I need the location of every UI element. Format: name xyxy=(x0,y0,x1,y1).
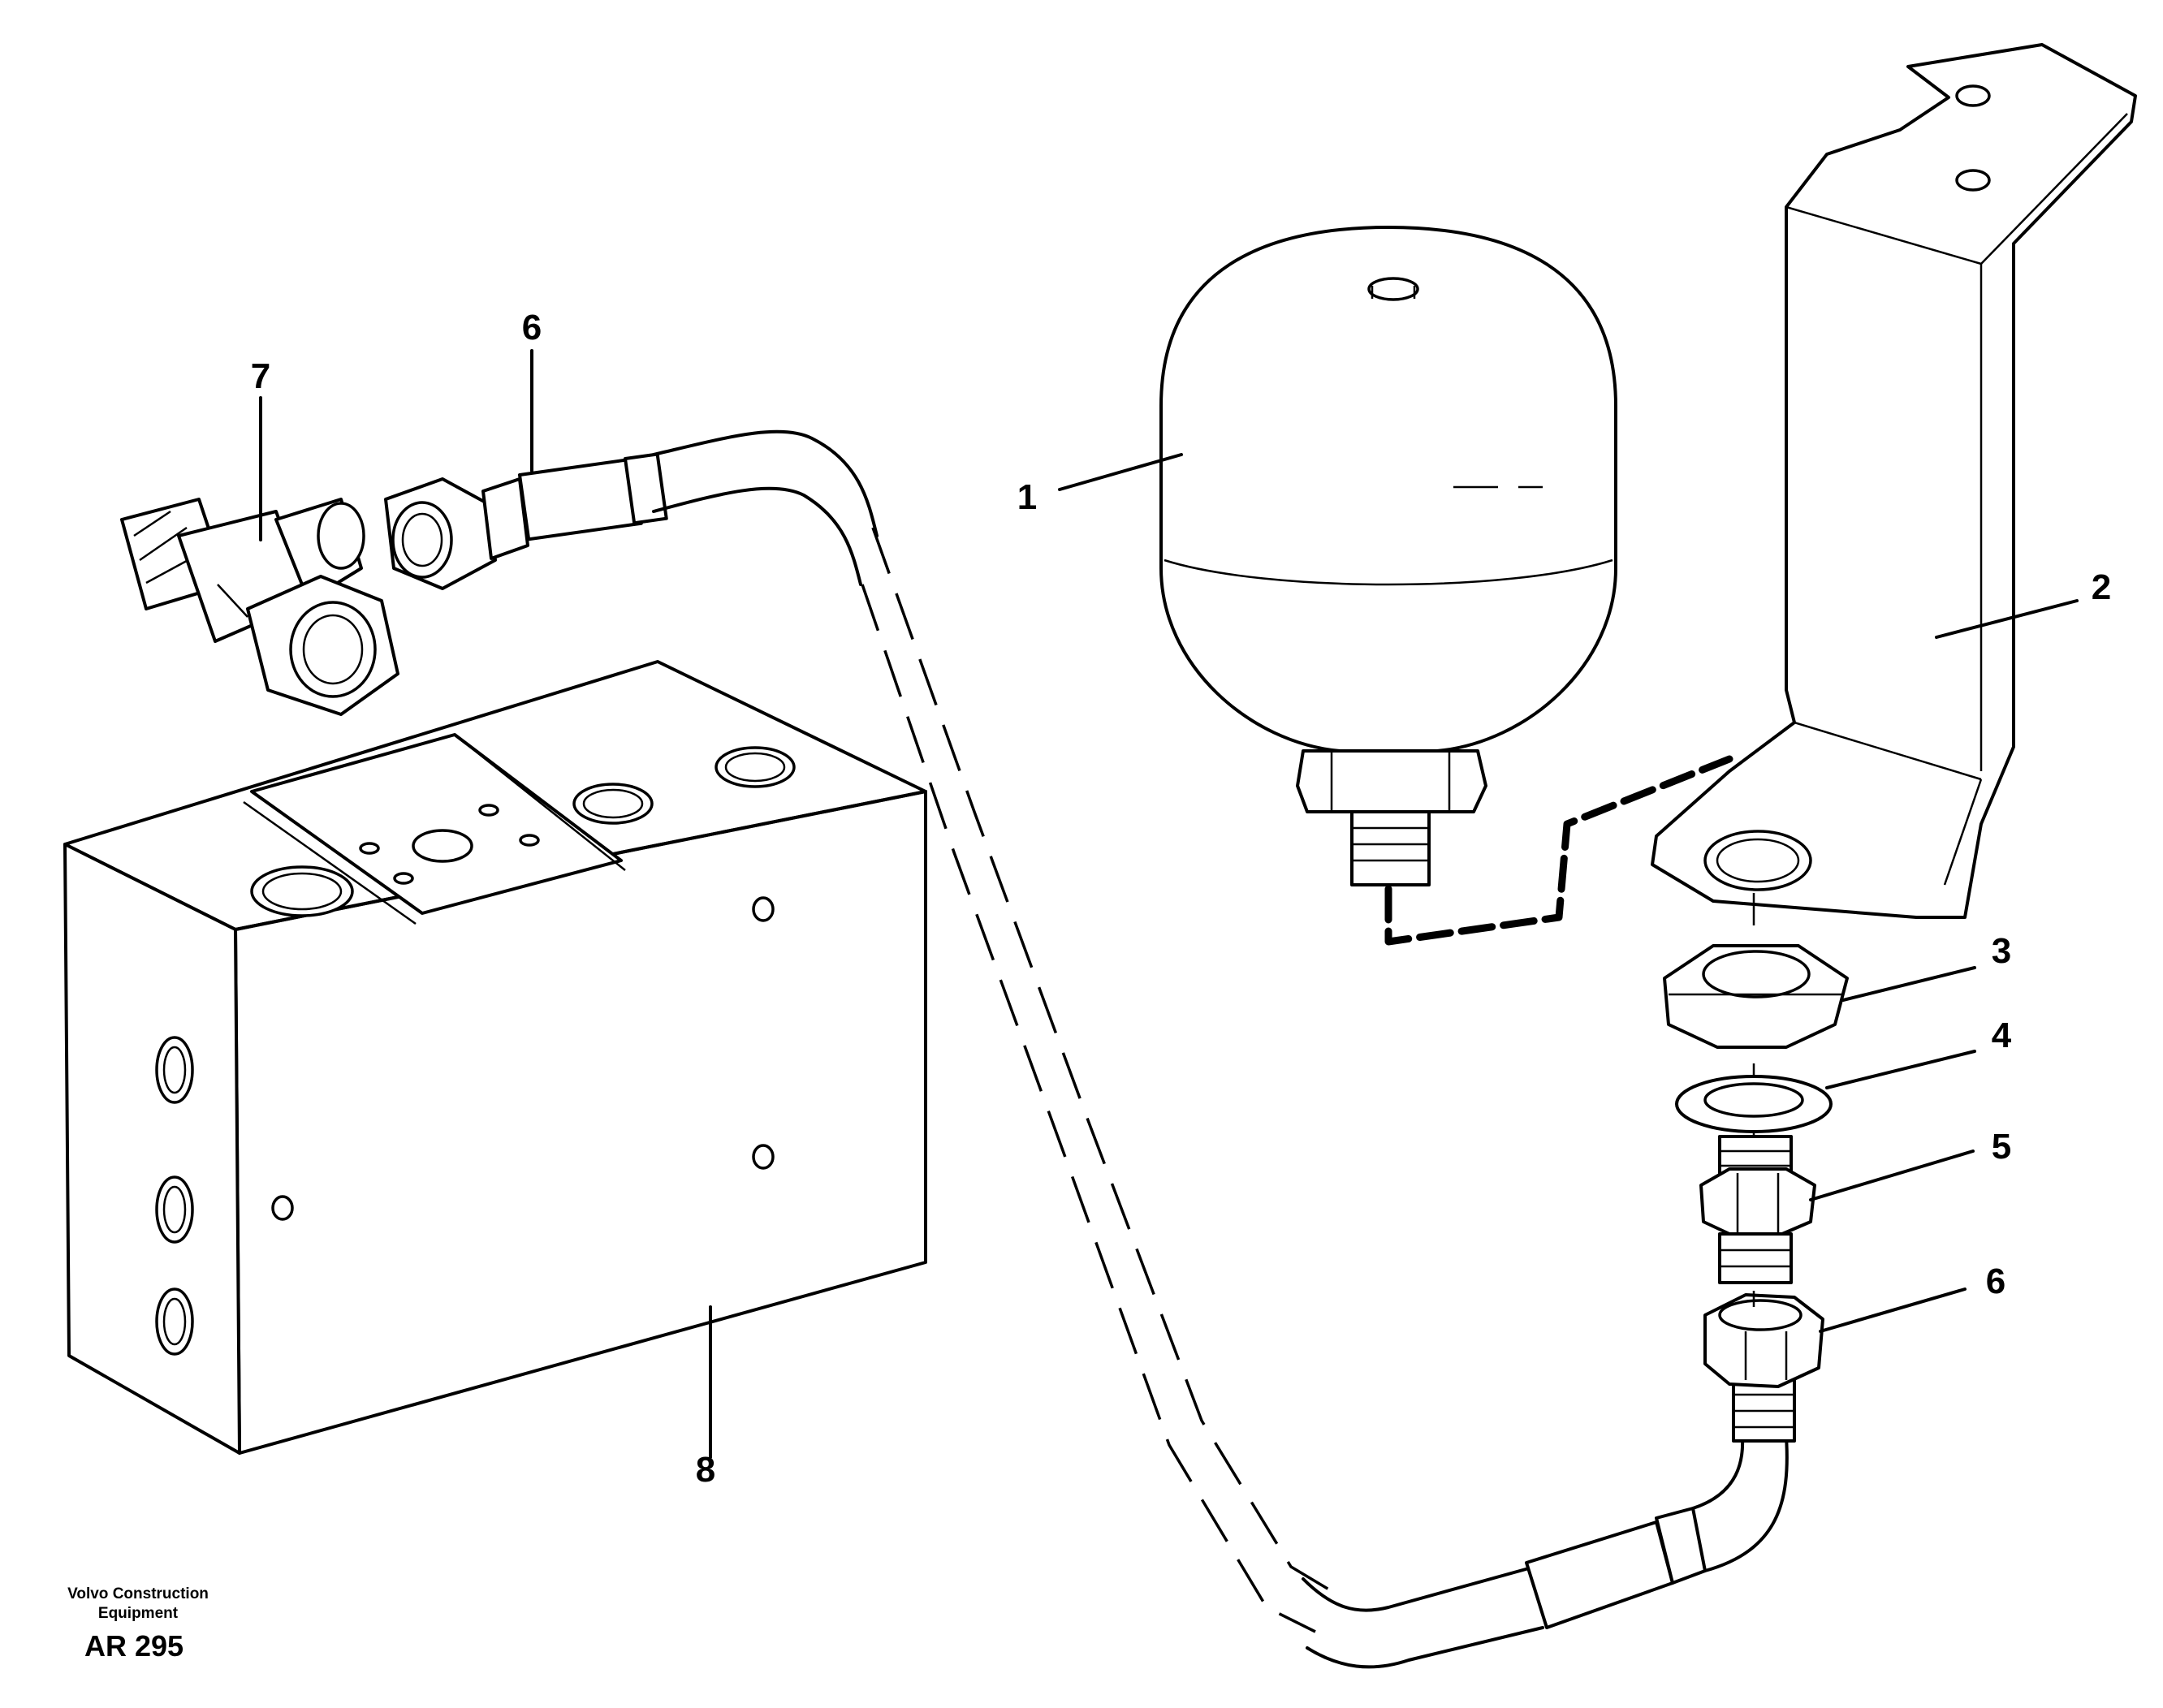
callout-6-lower: 6 xyxy=(1986,1262,2005,1301)
accumulator-icon xyxy=(1159,226,1617,886)
valve-block-icon xyxy=(63,660,927,1455)
credit-line-2: Equipment xyxy=(98,1605,179,1622)
hex-nut-icon xyxy=(1663,944,1849,1049)
callout-7: 7 xyxy=(251,356,270,396)
washer-icon xyxy=(1675,1075,1833,1133)
callout-6-upper: 6 xyxy=(522,308,542,347)
figure-code: AR 295 xyxy=(84,1629,183,1663)
callout-3: 3 xyxy=(1992,931,2011,971)
mount-guide-line xyxy=(1384,755,1733,946)
credit-line-1: Volvo Construction xyxy=(67,1585,209,1602)
nipple-icon xyxy=(1699,1135,1816,1284)
elbow-union-icon xyxy=(120,498,399,716)
callout-8: 8 xyxy=(696,1450,715,1490)
callout-4: 4 xyxy=(1992,1016,2012,1055)
leader-lines xyxy=(259,349,2079,1459)
callout-2: 2 xyxy=(2092,567,2111,607)
callout-1: 1 xyxy=(1017,477,1037,517)
bracket-icon xyxy=(1651,43,2137,919)
hose-icon xyxy=(384,429,1824,1669)
callout-5: 5 xyxy=(1992,1127,2011,1167)
